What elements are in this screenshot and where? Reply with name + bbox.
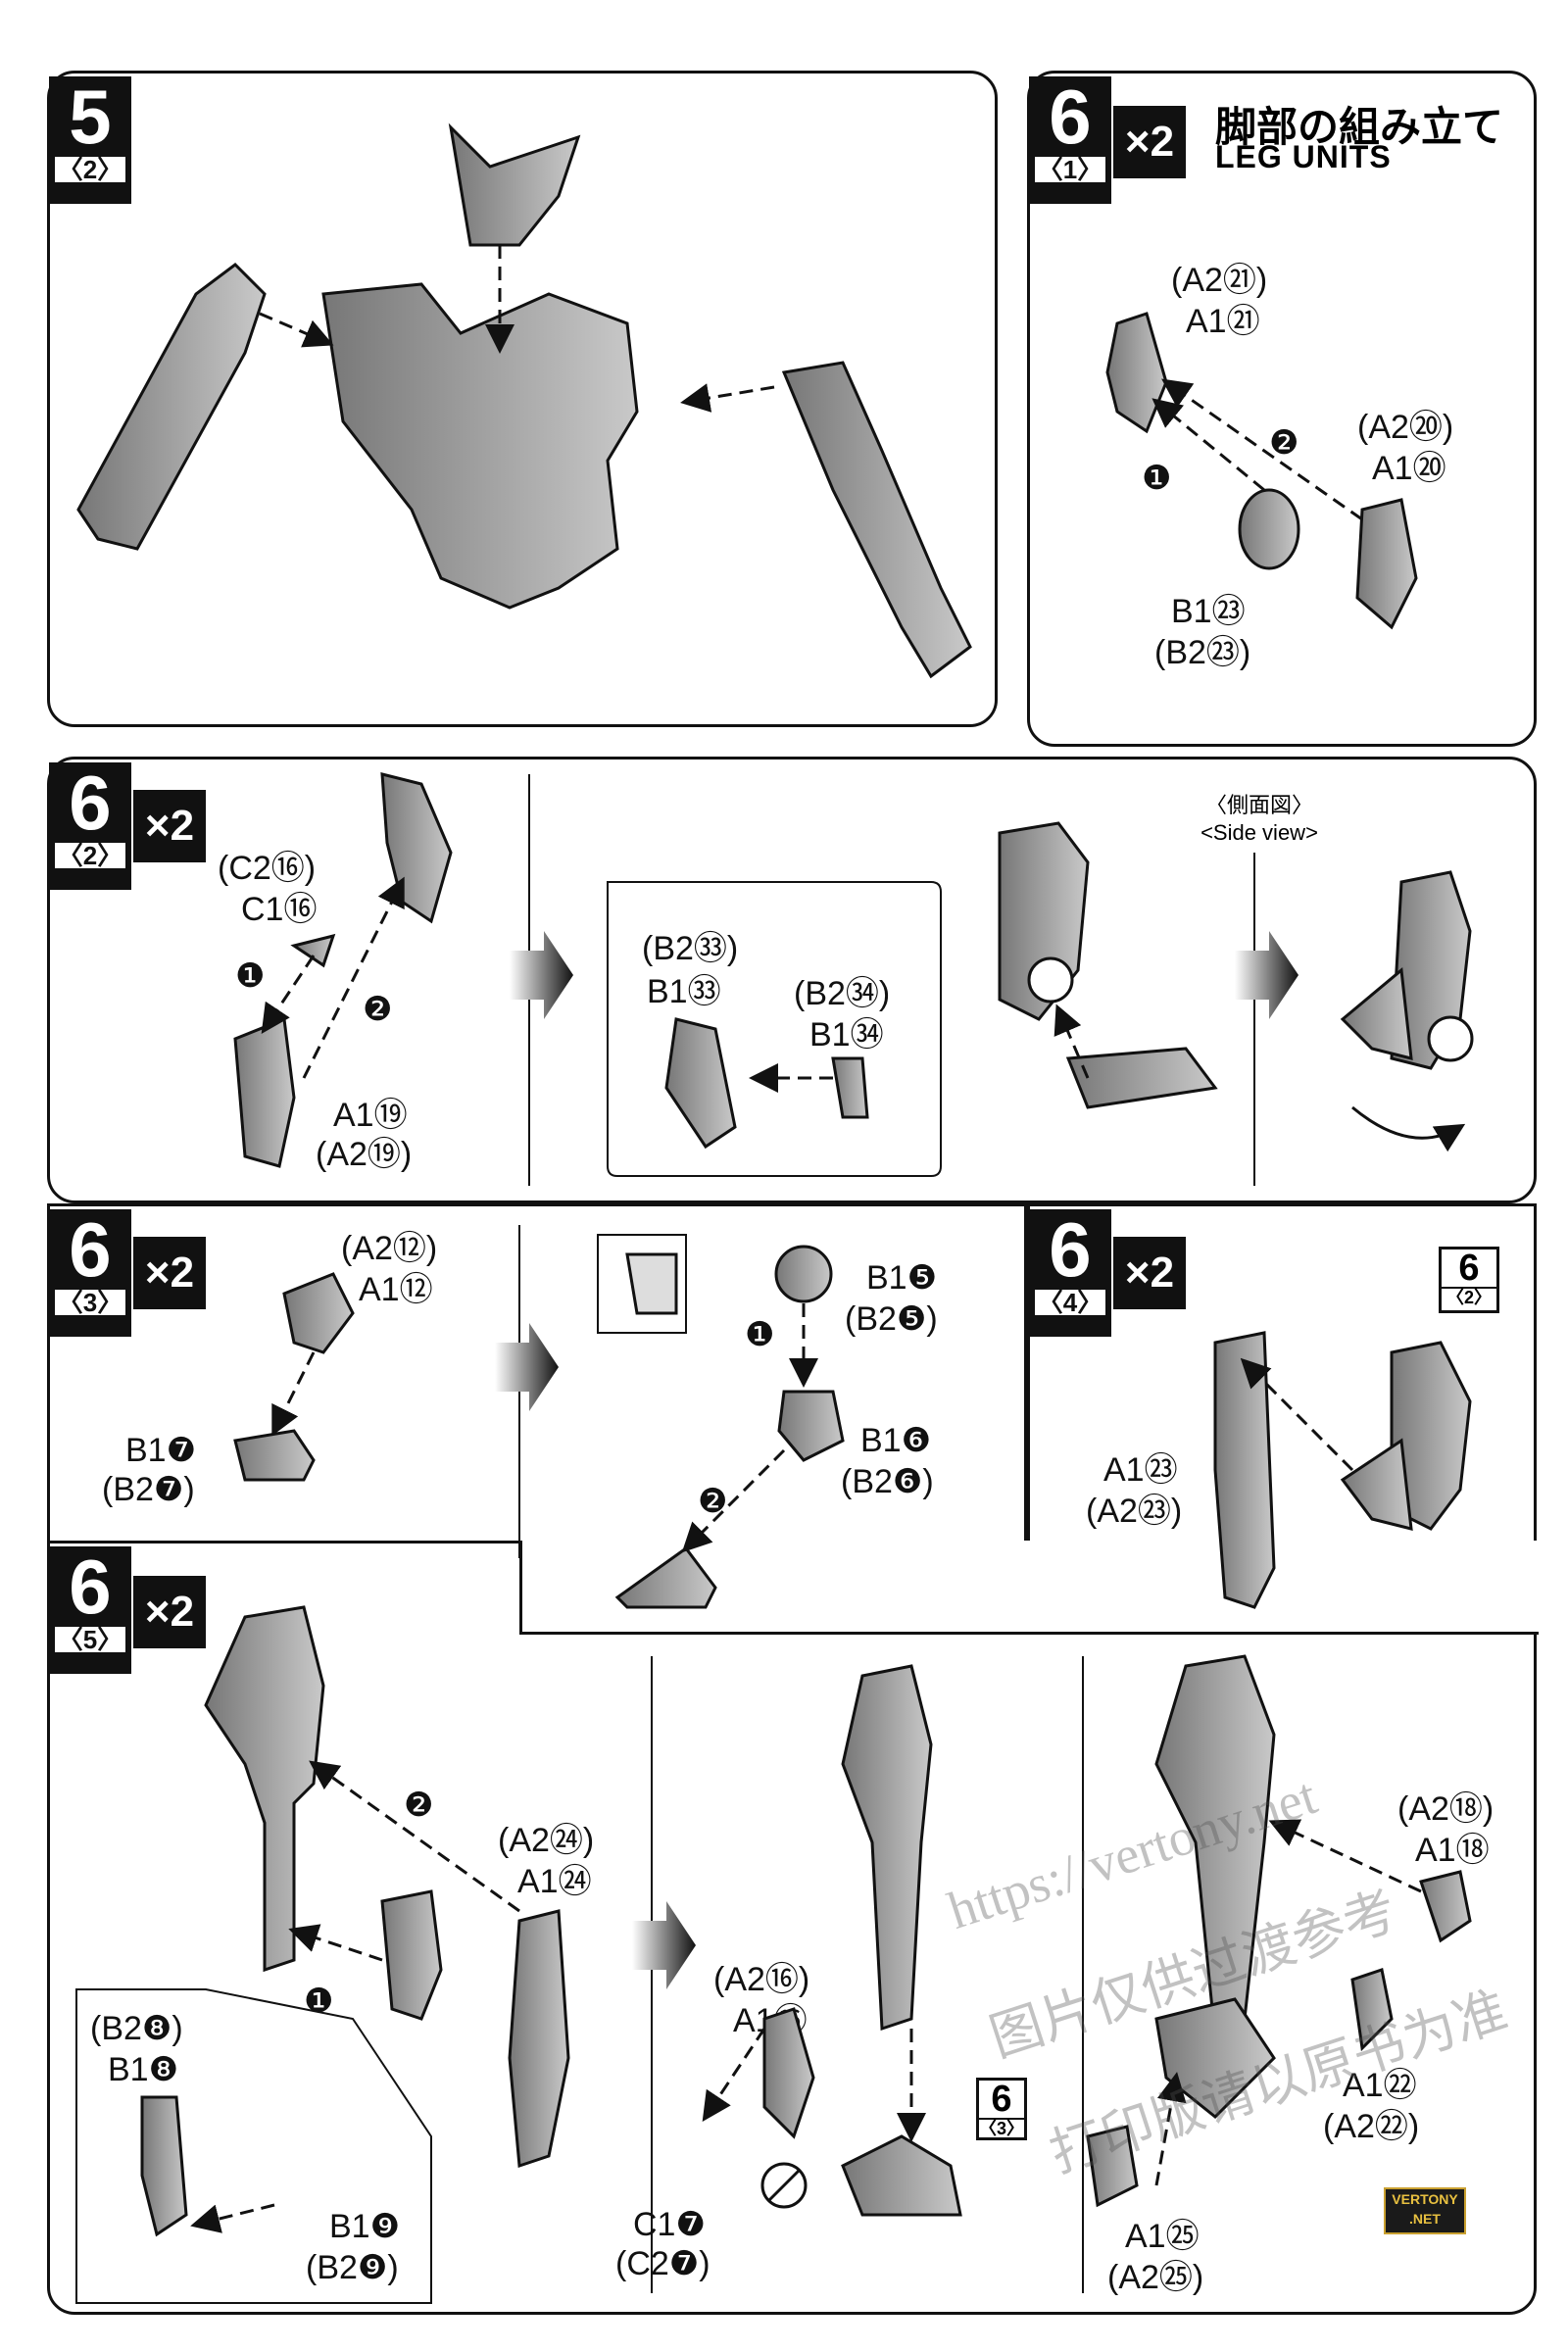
ref-step-box: 6〈2〉 [1439, 1247, 1499, 1313]
label: (A2㉓) [1086, 1493, 1183, 1530]
label: B1❺ [866, 1259, 938, 1297]
label: B1㉞ [809, 1016, 884, 1054]
label: A1⑳ [1372, 450, 1446, 487]
label: C1⑯ [241, 891, 318, 928]
label: C1❼ [633, 2206, 706, 2243]
label: (B2❼) [102, 1471, 195, 1508]
step-marker: ❶ [745, 1316, 775, 1353]
label: (A2⑯) [713, 1961, 810, 1998]
label: (B2㉝) [642, 930, 739, 967]
label: (A2⑱) [1397, 1790, 1494, 1828]
label: B1❽ [108, 2051, 179, 2088]
label: (A2⑳) [1357, 409, 1454, 446]
step-marker: ❶ [235, 957, 266, 995]
site-logo-badge: VERTONY.NET [1384, 2187, 1466, 2234]
label: A1⑫ [359, 1271, 433, 1308]
label: A1⑱ [1415, 1832, 1490, 1869]
label: (B2❽) [90, 2010, 183, 2047]
step-marker: ❷ [404, 1787, 434, 1824]
step6-5-number: 6〈5〉 [49, 1546, 131, 1674]
label: (A2㉑) [1171, 262, 1268, 299]
section-title-jp: 脚部の組み立て [1215, 104, 1504, 150]
step6-3-times: ×2 [133, 1237, 206, 1309]
label: (B2㉞) [794, 975, 891, 1012]
step6-4-number: 6〈4〉 [1029, 1209, 1111, 1337]
step6-5-times: ×2 [133, 1576, 206, 1648]
label: (A2㉔) [498, 1822, 595, 1859]
side-view-label: 〈側面図〉<Side view> [1200, 793, 1318, 845]
label: (A2㉒) [1323, 2108, 1420, 2145]
label: (A2⑲) [316, 1136, 413, 1173]
label: (C2⑯) [218, 850, 317, 887]
label: B1㉝ [647, 973, 721, 1010]
ref-step-box: 6〈3〉 [976, 2078, 1027, 2140]
label: (C2❼) [615, 2245, 710, 2282]
step6-1-number: 6〈1〉 [1029, 76, 1111, 204]
section-title-en: LEG UNITS [1215, 139, 1392, 174]
label: A1㉔ [517, 1863, 592, 1900]
label: (B2❺) [845, 1300, 938, 1338]
step-marker: ❷ [1269, 424, 1299, 462]
label: (B2㉓) [1154, 634, 1251, 671]
label: (B2❻) [841, 1463, 934, 1500]
step6-2-times: ×2 [133, 790, 206, 862]
step-marker: ❷ [363, 991, 393, 1028]
label: (B2❾) [306, 2249, 399, 2286]
label: A1㉒ [1343, 2067, 1417, 2104]
label: B1㉓ [1171, 593, 1246, 630]
label: A1㉑ [1186, 303, 1260, 340]
label: B1❾ [329, 2208, 401, 2245]
step6-2-number: 6〈2〉 [49, 762, 131, 890]
step6-1-times: ×2 [1113, 106, 1186, 178]
label: B1❻ [860, 1422, 932, 1459]
step6-3-number: 6〈3〉 [49, 1209, 131, 1337]
label: (A2㉕) [1107, 2259, 1204, 2296]
label: A1㉕ [1125, 2218, 1200, 2255]
label: A1㉓ [1103, 1451, 1178, 1489]
label: (A2⑫) [341, 1230, 438, 1267]
step6-1-panel [1027, 71, 1537, 747]
label: A1⑲ [333, 1097, 408, 1134]
step5-number: 5〈2〉 [49, 76, 131, 204]
step6-4-times: ×2 [1113, 1237, 1186, 1309]
label: B1❼ [125, 1432, 197, 1469]
step-marker: ❶ [1142, 460, 1172, 497]
